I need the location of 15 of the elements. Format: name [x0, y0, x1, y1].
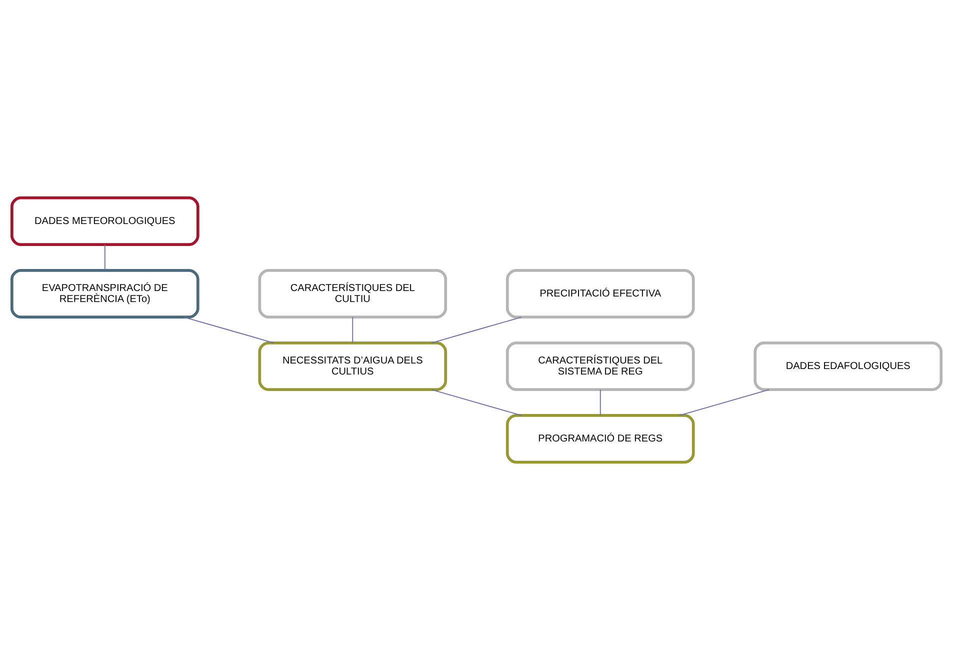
node-box: EVAPOTRANSPIRACIÓ DE REFERÈNCIA (ETo) [10, 268, 200, 318]
connector [431, 316, 522, 344]
connector [104, 244, 106, 271]
connector [352, 316, 354, 344]
node-box: CARACTERÍSTIQUES DEL CULTIU [258, 268, 448, 318]
node-box: CARACTERÍSTIQUES DEL SISTEMA DE REG [506, 342, 695, 392]
node-box: DADES EDAFOLOGIQUES [754, 342, 943, 392]
connector [600, 389, 601, 416]
node-box: DADES METEOROLOGIQUES [10, 196, 200, 246]
connector [184, 316, 274, 344]
node-box: PRECIPITACIÓ EFECTIVA [506, 268, 695, 318]
node-box: PROGRAMACIÓ DE REGS [506, 414, 695, 464]
node-box: NECESSITATS D’AIGUA DELS CULTIUS [258, 342, 448, 392]
connector [431, 389, 522, 416]
connector [678, 389, 770, 416]
